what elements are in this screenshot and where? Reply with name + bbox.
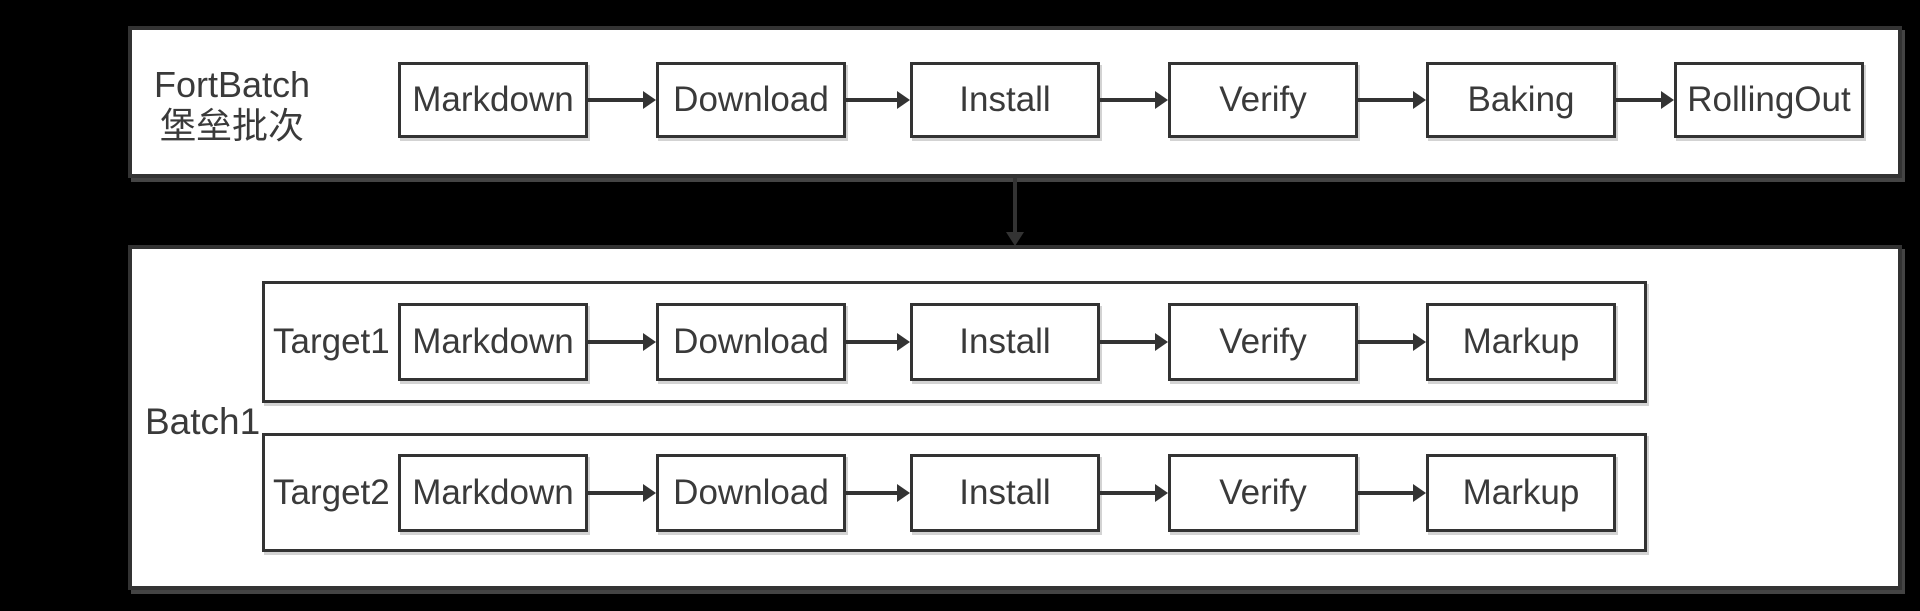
fortbatch-title-zh: 堡垒批次 — [159, 104, 304, 146]
arrow-right-icon — [1100, 91, 1168, 109]
arrow-right-icon — [1358, 333, 1426, 351]
target1-step-verify: Verify — [1168, 303, 1358, 381]
target2-step-download: Download — [656, 453, 846, 532]
arrow-right-icon — [1616, 91, 1674, 109]
target2-step-verify: Verify — [1168, 453, 1358, 532]
target1-row: Target1 Markdown Download Install Verify… — [262, 281, 1647, 403]
fortbatch-title: FortBatch 堡垒批次 — [132, 64, 332, 146]
arrow-right-icon — [846, 333, 910, 351]
arrow-down-shaft — [1013, 178, 1017, 232]
arrow-right-icon — [1358, 91, 1426, 109]
target2-step-install: Install — [910, 453, 1100, 532]
batch1-panel: Batch1 Target1 Markdown Download Install… — [128, 245, 1902, 590]
arrow-right-icon — [588, 333, 656, 351]
arrow-right-icon — [846, 483, 910, 502]
fortbatch-title-en: FortBatch — [153, 63, 311, 105]
fortbatch-step-download: Download — [656, 62, 846, 138]
target2-step-markup: Markup — [1426, 453, 1616, 532]
fortbatch-step-verify: Verify — [1168, 62, 1358, 138]
target1-step-markdown: Markdown — [398, 303, 588, 381]
arrow-right-icon — [588, 91, 656, 109]
target2-row: Target2 Markdown Download Install Verify… — [262, 433, 1647, 552]
target1-step-download: Download — [656, 303, 846, 381]
fortbatch-step-markdown: Markdown — [398, 62, 588, 138]
target2-label: Target2 — [273, 472, 390, 512]
arrow-right-icon — [1358, 483, 1426, 502]
fortbatch-step-rollingout: RollingOut — [1674, 62, 1864, 138]
arrow-right-icon — [1100, 483, 1168, 502]
batch1-label: Batch1 — [145, 401, 261, 442]
arrow-down-head — [1006, 232, 1024, 246]
arrow-right-icon — [1100, 333, 1168, 351]
fortbatch-step-install: Install — [910, 62, 1100, 138]
target1-step-markup: Markup — [1426, 303, 1616, 381]
arrow-right-icon — [846, 91, 910, 109]
target1-label: Target1 — [273, 322, 390, 361]
fortbatch-step-baking: Baking — [1426, 62, 1616, 138]
fortbatch-panel: FortBatch 堡垒批次 Markdown Download Install… — [128, 26, 1902, 178]
target2-step-markdown: Markdown — [398, 453, 588, 532]
arrow-right-icon — [588, 483, 656, 502]
arrow-down-icon — [1006, 178, 1024, 246]
target1-step-install: Install — [910, 303, 1100, 381]
